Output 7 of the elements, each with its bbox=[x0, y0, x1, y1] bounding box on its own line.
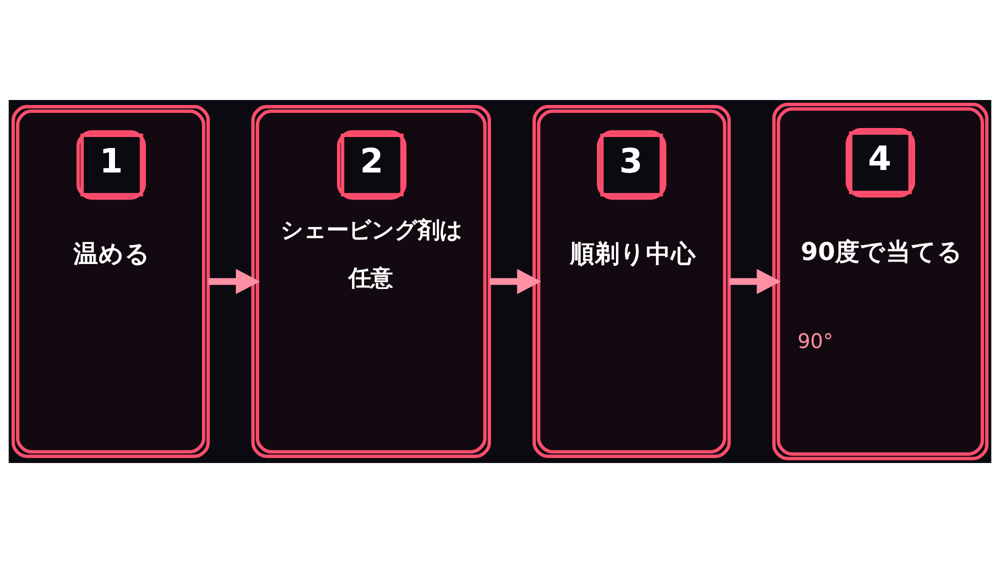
node-box: 4 90度で当てる 90° bbox=[772, 102, 988, 460]
node-box: 1 温める bbox=[12, 105, 210, 458]
node-box: 3 順剃り中心 bbox=[532, 105, 731, 458]
arrow bbox=[490, 268, 542, 294]
node-box: 2 シェービング剤は任意 bbox=[251, 105, 492, 458]
arrow bbox=[729, 268, 781, 294]
arrow bbox=[208, 268, 260, 294]
